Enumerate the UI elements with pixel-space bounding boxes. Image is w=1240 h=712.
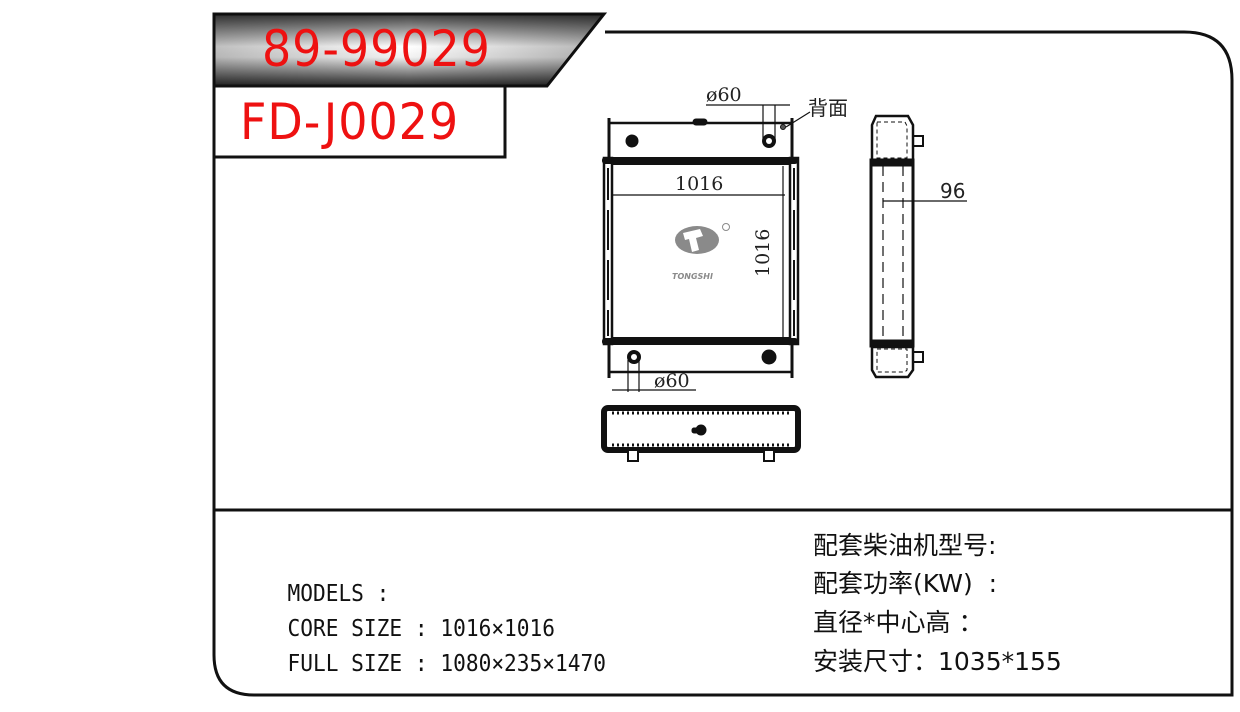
full-size-value: 1080×235×1470 [440, 651, 606, 677]
model-code-title: FD-J0029 [240, 93, 460, 151]
core-size-row: CORE SIZE : 1016×1016 [262, 575, 555, 647]
full-size-label: FULL SIZE : [287, 651, 441, 677]
tongshi-logo [675, 223, 730, 254]
core-width-label: 1016 [675, 173, 724, 195]
back-side-note: 背面 [808, 96, 848, 120]
logo-text: TONGSHI [672, 272, 713, 281]
models-label: MODELS : [287, 581, 390, 607]
bottom-view [601, 405, 801, 462]
depth-label: 96 [940, 179, 966, 203]
models-row: MODELS : [262, 540, 389, 612]
side-view [869, 114, 967, 379]
power-row: 配套功率(KW) : [813, 569, 998, 598]
front-view-header-beads [602, 157, 798, 345]
install-size-row: 安装尺寸：1035*155 [813, 647, 1062, 676]
outlet-diameter-label: ø60 [654, 370, 690, 392]
core-height-label: 1016 [752, 228, 774, 277]
full-size-row: FULL SIZE : 1080×235×1470 [262, 610, 606, 682]
core-size-label: CORE SIZE : [287, 616, 441, 642]
diameter-center-height-row: 直径*中心高 ： [813, 608, 984, 637]
core-size-value: 1016×1016 [440, 616, 556, 642]
inlet-diameter-label: ø60 [706, 84, 742, 106]
part-number-title: 89-99029 [262, 20, 491, 78]
engine-model-row: 配套柴油机型号: [813, 531, 997, 560]
